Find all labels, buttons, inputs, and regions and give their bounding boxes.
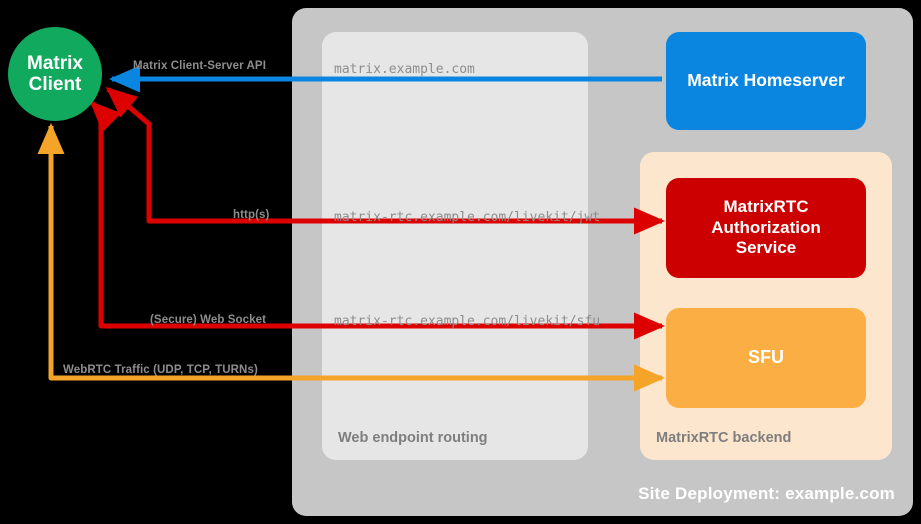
auth-service-label-line1: MatrixRTC	[723, 196, 809, 216]
endpoint-url-livekit-sfu: matrix-rtc.example.com/livekit/sfu	[334, 314, 601, 329]
edge-label-webrtc-traffic: WebRTC Traffic (UDP, TCP, TURNs)	[63, 364, 258, 376]
node-matrixrtc-authorization-service[interactable]: MatrixRTC Authorization Service	[666, 178, 866, 278]
edge-label-secure-web-socket: (Secure) Web Socket	[150, 314, 267, 326]
matrix-homeserver-label: Matrix Homeserver	[687, 70, 845, 91]
auth-service-label-line2: Authorization	[711, 217, 821, 237]
matrix-client-label-line1: Matrix	[27, 52, 83, 74]
site-deployment-label: Site Deployment: example.com	[638, 484, 895, 503]
web-endpoint-routing-label: Web endpoint routing	[338, 430, 488, 446]
matrixrtc-backend-label: MatrixRTC backend	[656, 430, 792, 446]
matrix-client-label-line2: Client	[28, 74, 82, 95]
edge-label-matrix-client-server-api: Matrix Client-Server API	[133, 60, 266, 72]
web-endpoint-routing-zone: Web endpoint routing	[322, 32, 588, 460]
node-matrix-client[interactable]: Matrix Client	[8, 27, 102, 121]
node-sfu[interactable]: SFU	[666, 308, 866, 408]
auth-service-label-line3: Service	[735, 238, 797, 258]
auth-service-label: MatrixRTC Authorization Service	[711, 197, 821, 259]
endpoint-url-livekit-jwt: matrix-rtc.example.com/livekit/jwt	[334, 210, 601, 225]
edge-label-https: http(s)	[233, 209, 270, 221]
sfu-label: SFU	[748, 347, 784, 368]
node-matrix-homeserver[interactable]: Matrix Homeserver	[666, 32, 866, 130]
endpoint-url-homeserver: matrix.example.com	[334, 62, 475, 77]
